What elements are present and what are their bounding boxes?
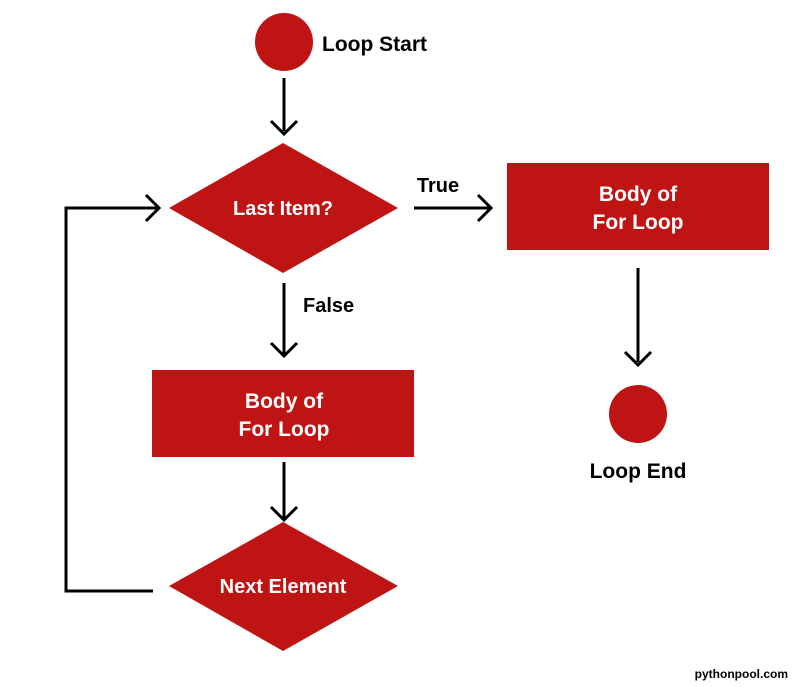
watermark-text: pythonpool.com bbox=[695, 667, 788, 681]
next-element-label: Next Element bbox=[220, 576, 347, 598]
next-element-decision bbox=[169, 522, 398, 651]
loop-start-label: Loop Start bbox=[322, 33, 427, 56]
arrowhead-false bbox=[269, 341, 299, 359]
arrowhead-body-to-end bbox=[623, 350, 653, 368]
loop-end-label: Loop End bbox=[590, 460, 687, 483]
false-label: False bbox=[303, 295, 354, 317]
loop-end-node bbox=[609, 385, 667, 443]
loop-back-line bbox=[64, 206, 158, 593]
last-item-decision bbox=[169, 143, 398, 273]
body-true-line2: For Loop bbox=[593, 211, 684, 234]
loop-start-node bbox=[255, 13, 313, 71]
body-false-box bbox=[152, 370, 414, 457]
body-false-line2: For Loop bbox=[239, 418, 330, 441]
body-true-line1: Body of bbox=[599, 183, 678, 206]
body-true-box bbox=[507, 163, 769, 250]
last-item-label: Last Item? bbox=[233, 198, 333, 220]
arrowhead-loop-back bbox=[144, 193, 162, 223]
arrowhead-start-to-decision bbox=[269, 119, 299, 137]
true-label: True bbox=[417, 175, 459, 197]
body-false-line1: Body of bbox=[245, 390, 324, 413]
arrowhead-true bbox=[476, 193, 494, 223]
arrowhead-body-to-next bbox=[269, 505, 299, 523]
